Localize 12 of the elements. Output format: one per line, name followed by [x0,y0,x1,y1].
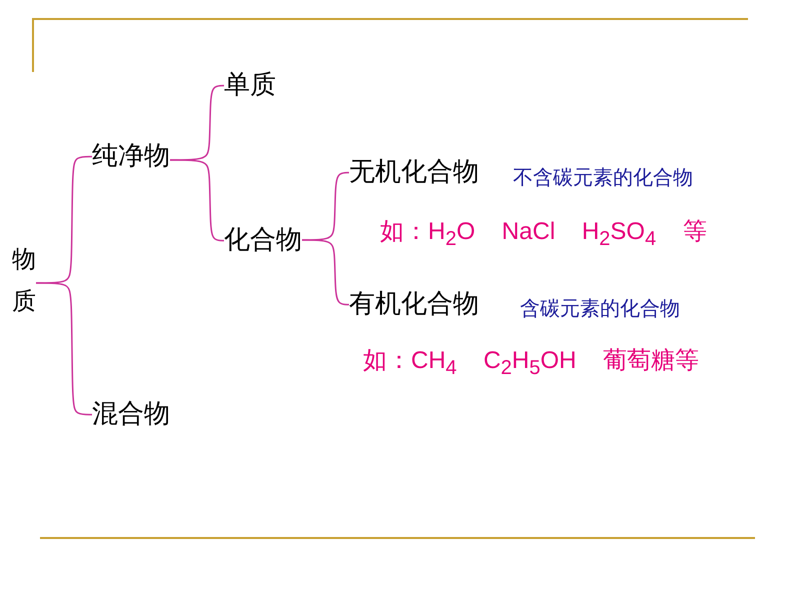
category-label: 混合物 [92,399,170,430]
definition-text: 不含碳元素的化合物 [513,164,693,191]
example-text: 如：CH$_{4}$ C$_{2}$H$_{5}$OH 葡萄糖等 [363,346,700,380]
example-text: 如：H$_{2}$O NaCl H$_{2}$SO$_{4}$ 等 [380,217,707,251]
category-label: 无机化合物 [349,157,479,188]
category-label: 物质 [12,238,36,322]
category-label: 纯净物 [92,141,170,172]
category-label: 化合物 [224,225,302,256]
category-label: 有机化合物 [349,289,479,320]
definition-text: 含碳元素的化合物 [520,295,680,322]
category-label: 单质 [224,70,276,102]
brace-line [36,282,92,416]
